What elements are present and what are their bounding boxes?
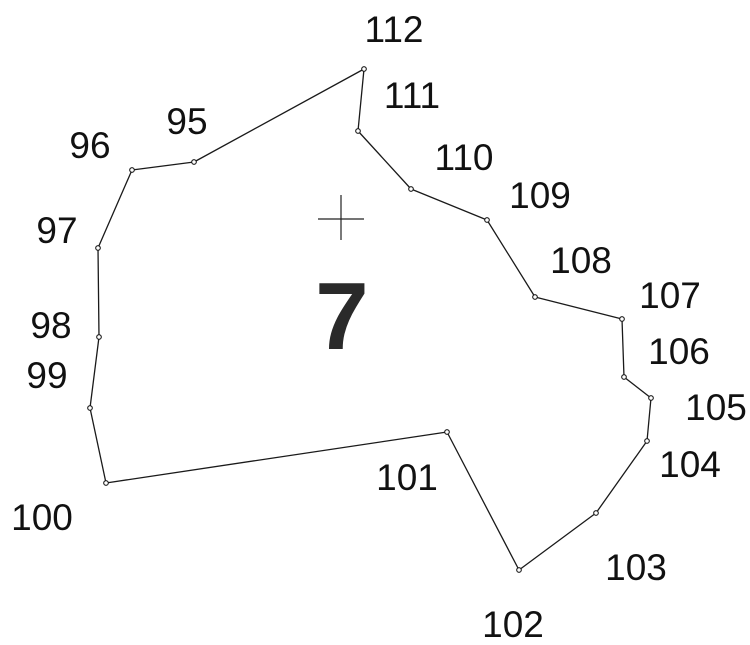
vertex-point-104 [644,438,650,444]
vertex-point-105 [648,395,654,401]
vertex-point-98 [96,334,102,340]
parcel-boundary [89,68,652,571]
vertex-point-99 [87,405,93,411]
vertex-label-109: 109 [509,175,571,216]
vertex-label-102: 102 [482,604,544,645]
vertex-point-110 [408,186,414,192]
vertex-label-100: 100 [11,497,73,538]
vertex-point-108 [532,294,538,300]
vertex-label-95: 95 [166,101,207,142]
vertex-label-107: 107 [639,275,701,316]
vertex-label-104: 104 [659,444,721,485]
vertex-point-109 [484,217,490,223]
vertex-label-106: 106 [648,331,710,372]
crosshair-icon [318,195,364,240]
vertex-point-107 [619,316,625,322]
vertex-point-96 [129,167,135,173]
vertex-point-111 [355,128,361,134]
vertex-point-100 [103,480,109,486]
vertex-label-110: 110 [435,137,494,178]
vertex-label-99: 99 [26,355,67,396]
vertex-point-95 [191,159,197,165]
vertex-label-96: 96 [69,125,110,166]
vertex-label-103: 103 [605,547,667,588]
vertex-point-101 [444,429,450,435]
vertex-point-102 [516,567,522,573]
vertex-point-112 [361,66,367,72]
vertex-point-97 [95,245,101,251]
vertex-labels: 95 96 97 98 99 100 101 102 103 104 105 106 107 108 109… [11,9,747,645]
vertex-label-111: 111 [384,75,440,116]
vertex-points [87,66,654,573]
parcel-number: 7 [315,263,368,370]
vertex-label-112: 112 [365,9,424,50]
vertex-label-97: 97 [36,210,77,251]
vertex-point-103 [593,510,599,516]
vertex-point-106 [621,374,627,380]
vertex-label-101: 101 [376,457,438,498]
vertex-label-108: 108 [550,240,612,281]
vertex-label-105: 105 [685,387,747,428]
vertex-label-98: 98 [30,305,71,346]
